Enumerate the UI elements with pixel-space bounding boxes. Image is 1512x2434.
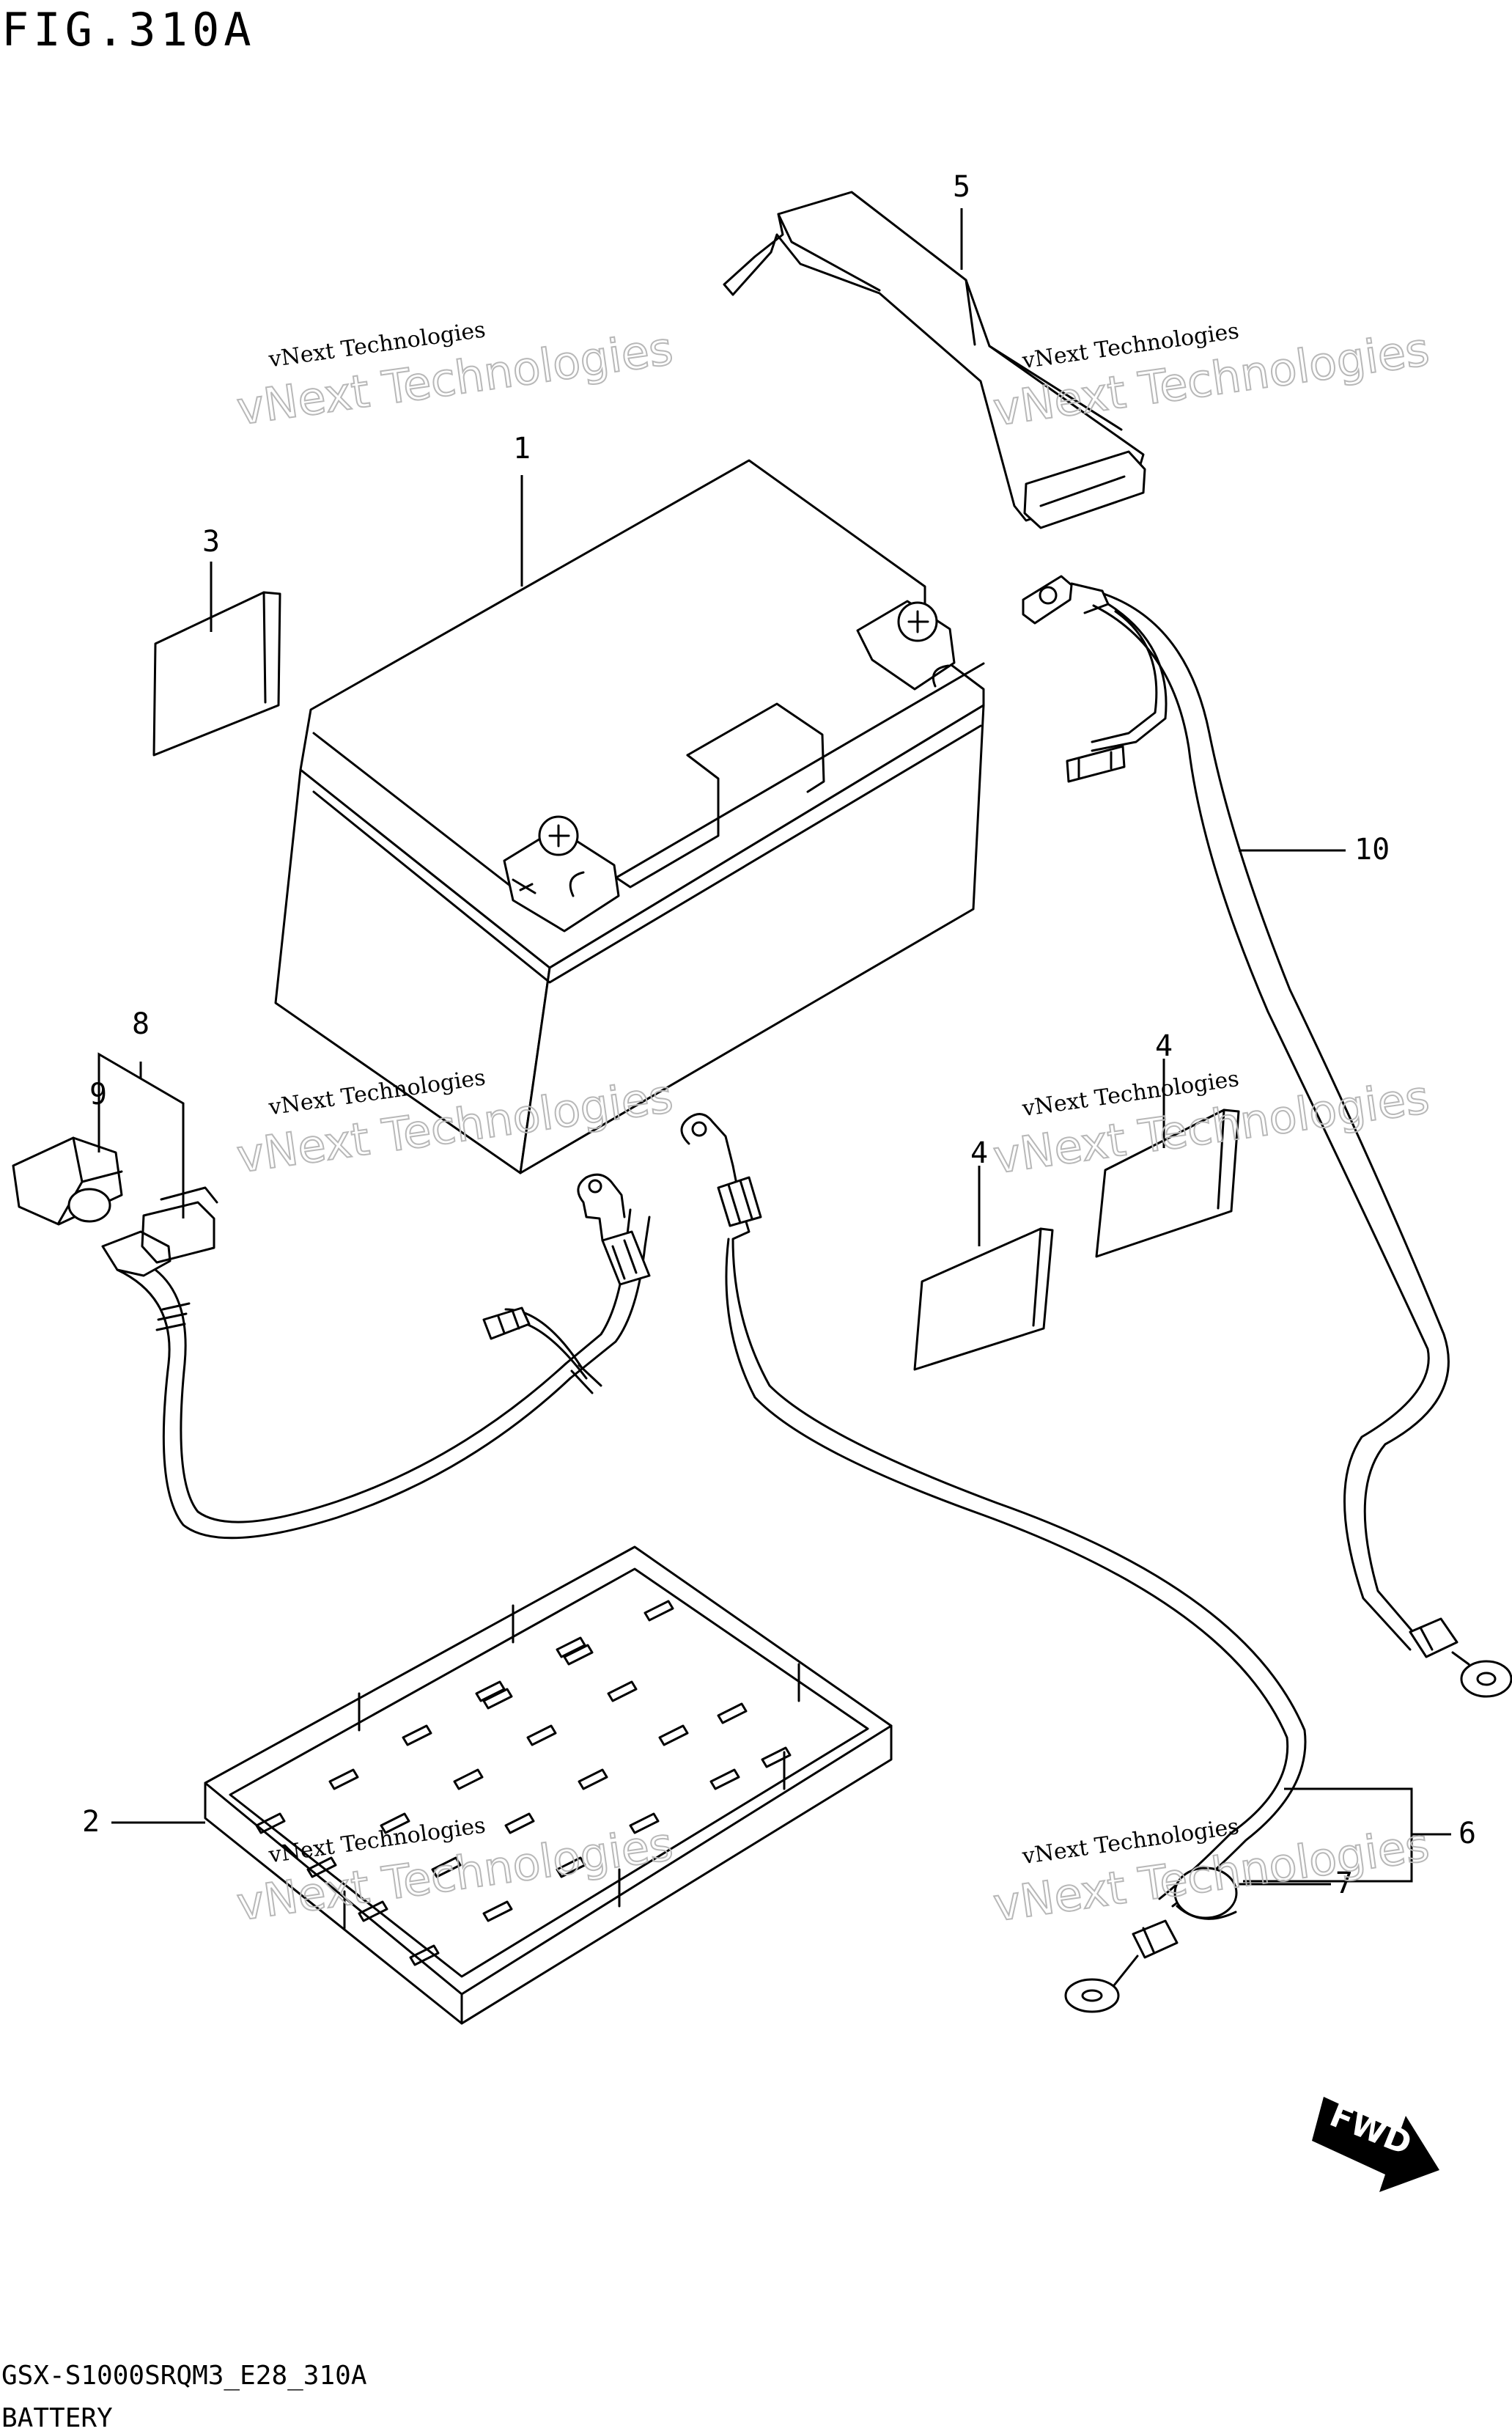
- part-label-4b[interactable]: [1095, 1108, 1240, 1258]
- forward-direction-badge: FWD: [1312, 2097, 1439, 2192]
- tray-slots: [255, 1600, 792, 1966]
- callout-6: 6: [1458, 1817, 1476, 1850]
- part-battery-band[interactable]: [723, 191, 1146, 529]
- part-battery[interactable]: [274, 459, 985, 1174]
- callout-3: 3: [202, 525, 220, 559]
- callout-2: 2: [82, 1805, 100, 1839]
- callout-4b: 4: [1155, 1029, 1173, 1063]
- footer-section-name: BATTERY: [1, 2403, 113, 2433]
- part-battery-tray[interactable]: [204, 1545, 893, 2025]
- part-label-3[interactable]: [152, 591, 281, 757]
- part-label-4a[interactable]: [913, 1227, 1054, 1371]
- callout-8: 8: [132, 1007, 150, 1041]
- callout-7: 7: [1335, 1867, 1353, 1900]
- part-cable-10[interactable]: [1022, 575, 1512, 1698]
- part-cable-6[interactable]: [680, 1113, 1307, 2013]
- callout-9: 9: [89, 1078, 107, 1111]
- callout-5: 5: [953, 170, 970, 204]
- callout-1: 1: [513, 432, 531, 466]
- part-cable-8[interactable]: [12, 1136, 651, 1540]
- callout-10: 10: [1354, 833, 1390, 867]
- figure-title: FIG.310A: [1, 3, 256, 56]
- callout-4a: 4: [970, 1136, 988, 1170]
- footer-model-code: GSX-S1000SRQM3_E28_310A: [1, 2361, 367, 2391]
